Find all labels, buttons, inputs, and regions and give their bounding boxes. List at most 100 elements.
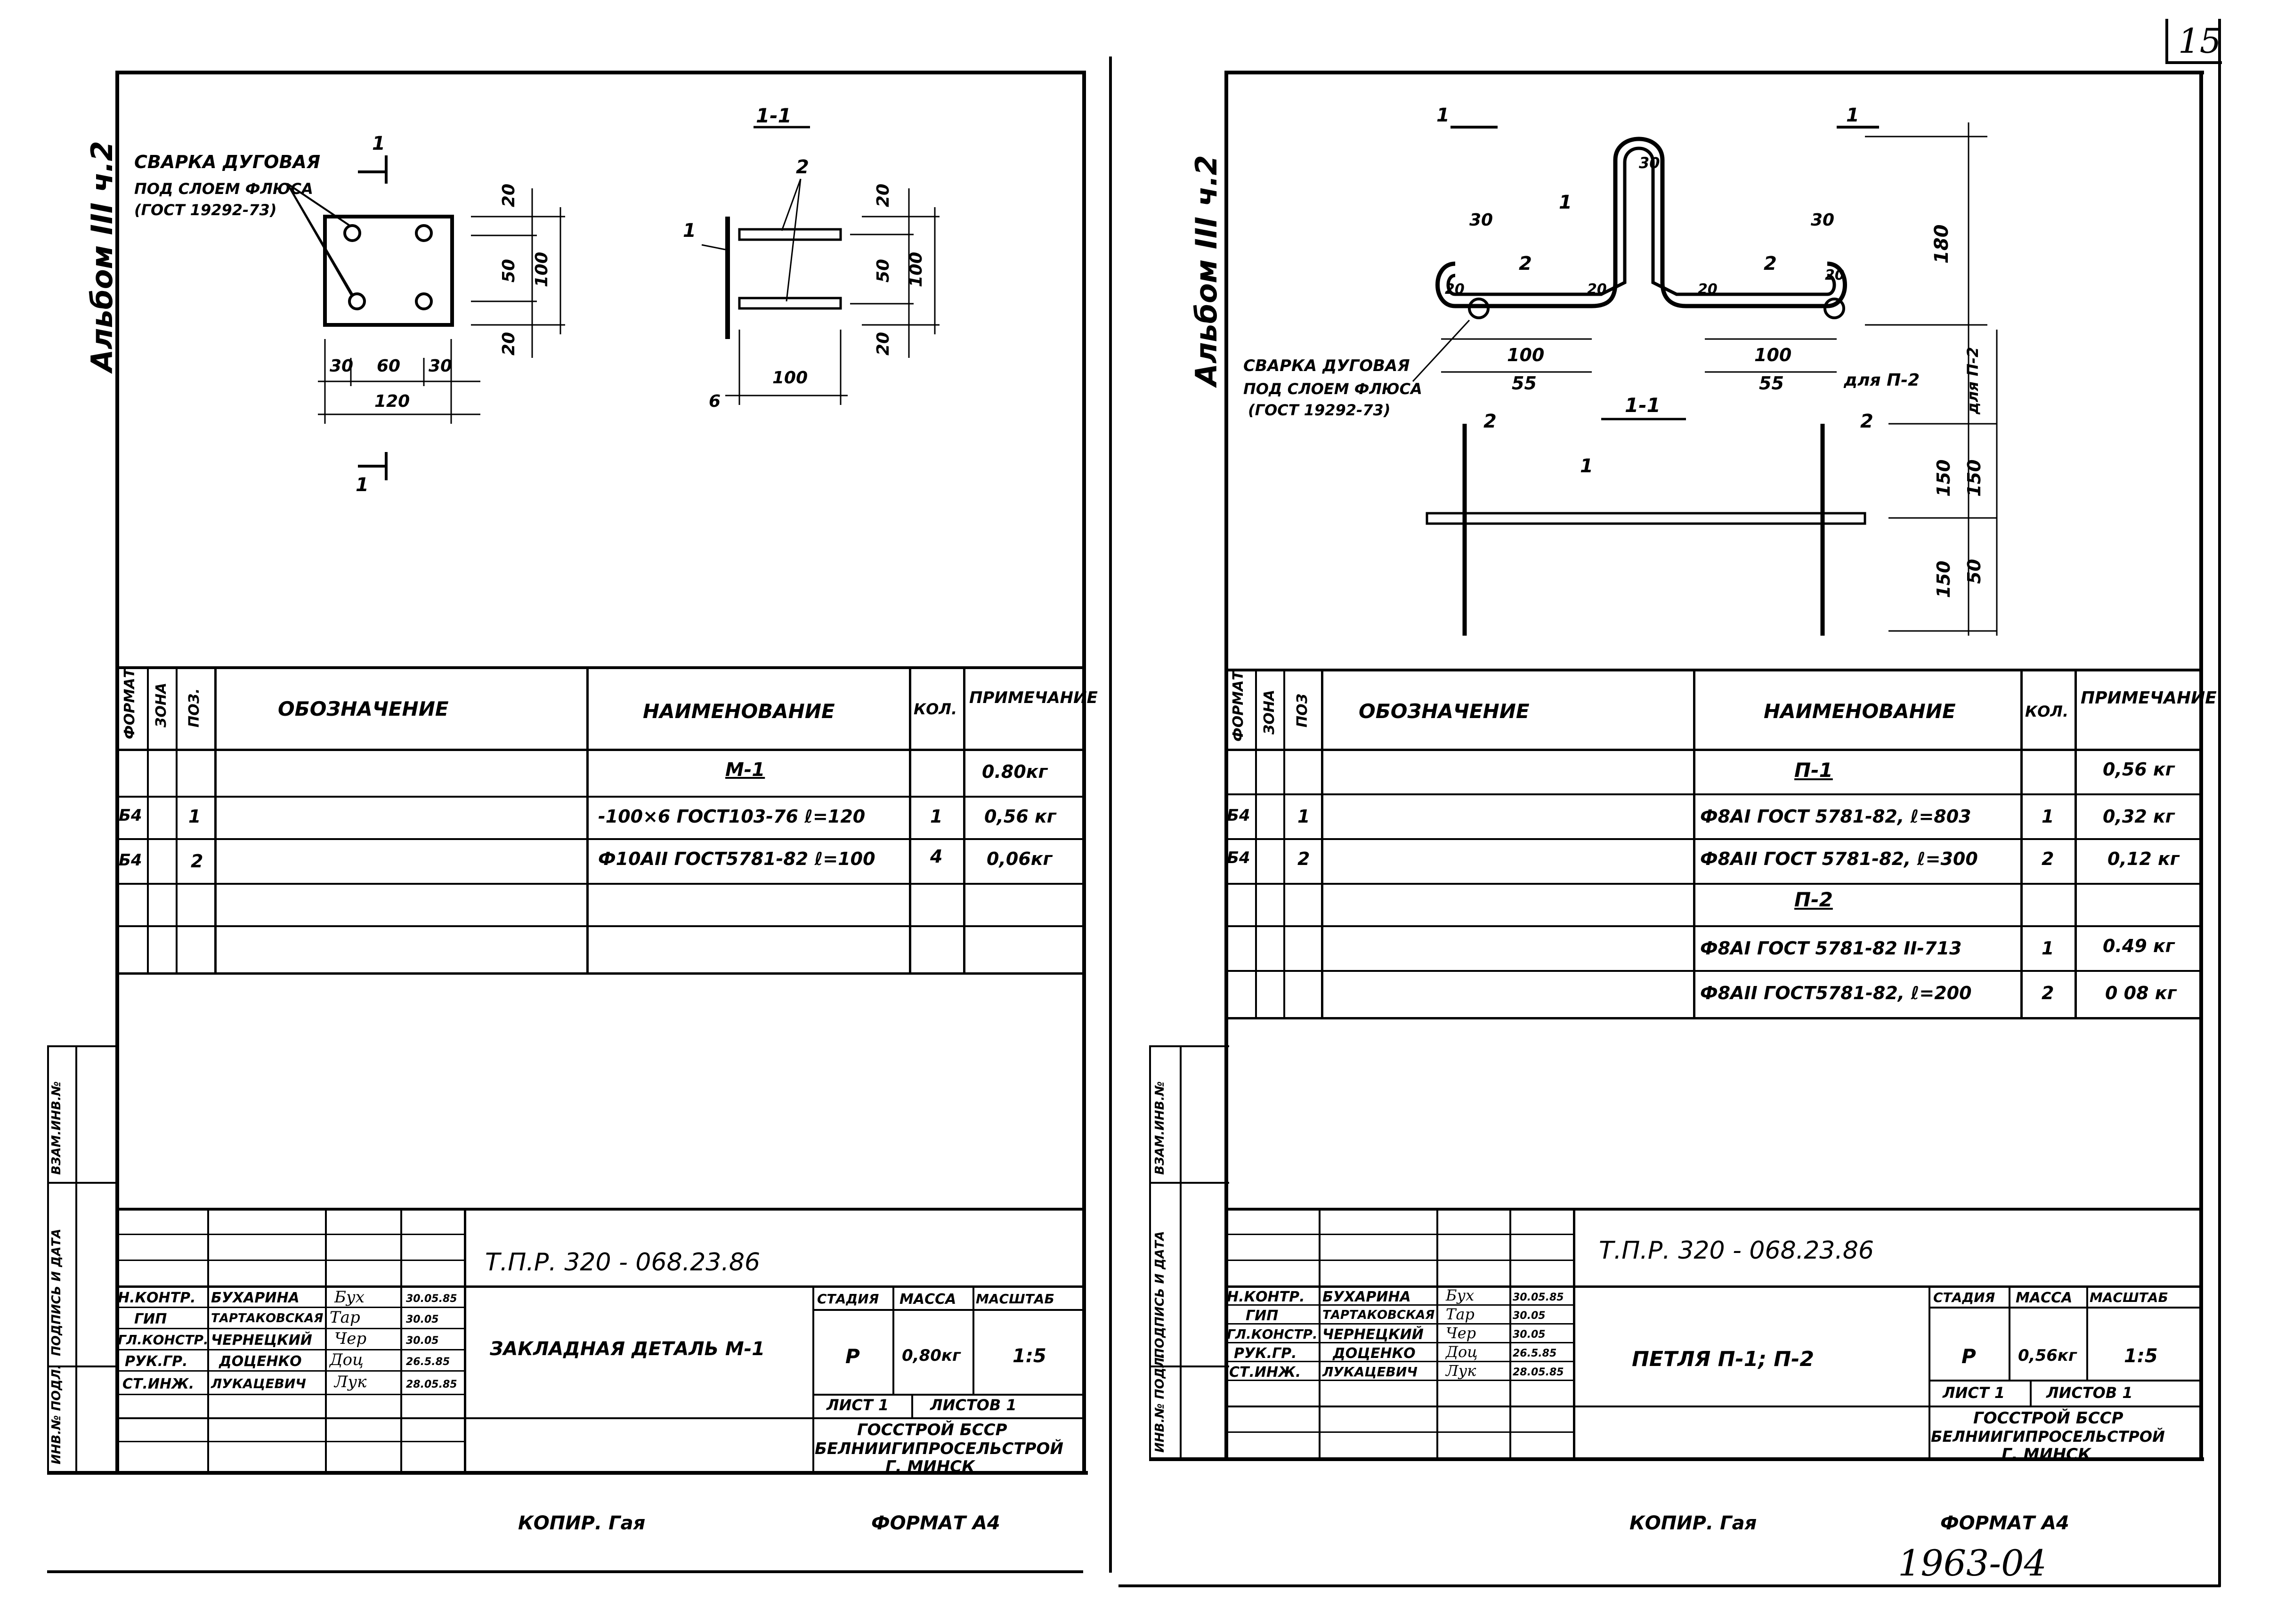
for-p2-note-vertical: для П-2 [1964,347,1982,414]
drawing-title: ЗАКЛАДНАЯ ДЕТАЛЬ М-1 [490,1338,765,1360]
spec-row-1-note: 0,56 кг [984,806,1056,827]
side-stamp-replace: ВЗАМ.ИНВ.№ [49,1081,64,1175]
role-right-4-signature: Лук [1446,1362,1476,1380]
col-qty-header: КОЛ. [914,700,957,718]
loop-dim-100-right: 100 [1754,345,1792,365]
mass-label: МАССА [899,1291,956,1308]
mass-label-right: МАССА [2016,1290,2073,1306]
loop-dim-20-a: 20 [1445,281,1465,298]
col-pos-header-right: ПОЗ [1294,694,1311,727]
org-line2: БЕЛНИИГИПРОСЕЛЬСТРОЙ [815,1439,1063,1458]
role-3-name: ДОЦЕНКО [219,1353,302,1370]
for-p2-note: для П-2 [1844,371,1920,390]
scale-label: МАСШТАБ [976,1291,1054,1307]
section-dim-150-a: 150 [1933,459,1954,497]
stage-value-right: Р [1961,1345,1976,1368]
org-line3: Г. МИНСК [885,1457,975,1476]
stage-label: СТАДИЯ [817,1291,879,1307]
dim-120: 120 [374,392,410,411]
loop-dim-100-left: 100 [1507,345,1545,365]
mass-value: 0,80кг [902,1346,961,1365]
col-qty-header-right: КОЛ. [2025,703,2069,720]
spec-right-row-2-format: Б4 [1227,848,1250,867]
section-pos-2-right: 2 [1860,411,1873,432]
role-right-4: СТ.ИНЖ. [1229,1364,1301,1381]
role-1-signature: Тар [330,1308,360,1327]
role-3-date: 26.5.85 [406,1356,450,1368]
spec-row-2-format: Б4 [119,851,142,870]
weld-note-line3: (ГОСТ 19292-73) [134,201,277,219]
spec-right-row-2-note: 0,12 кг [2107,848,2180,869]
stage-label-right: СТАДИЯ [1933,1290,1995,1305]
copied-by-right: КОПИР. Гая [1629,1512,1757,1534]
spec-row-0-note: 0.80кг [982,761,1048,782]
loop-pos-2-right: 2 [1764,253,1777,275]
section-label: 1-1 [756,104,792,127]
loop-dim-30-top: 30 [1639,154,1660,172]
col-format-header: ФОРМАТ [122,668,138,739]
role-0-signature: Бух [334,1288,365,1307]
scale-label-right: МАСШТАБ [2090,1290,2168,1305]
section-label-right: 1-1 [1625,394,1661,417]
role-right-2-name: ЧЕРНЕЦКИЙ [1322,1326,1424,1343]
col-name-header-right: НАИМЕНОВАНИЕ [1764,700,1956,723]
loop-dim-180: 180 [1931,224,1953,264]
cut-mark-bottom: 1 [356,474,369,496]
loop-dim-55-left: 55 [1512,373,1537,394]
side-stamp-replace-right: ВЗАМ.ИНВ.№ [1153,1081,1167,1175]
role-0-date: 30.05.85 [406,1293,457,1305]
weld-note-right-line3: (ГОСТ 19292-73) [1248,401,1391,419]
paper-format: ФОРМАТ А4 [871,1512,1000,1534]
cut-mark-right: 1 [1846,105,1859,126]
doc-code-right: Т.П.Р. 320 - 068.23.86 [1599,1236,1874,1265]
loop-dim-20-c: 20 [1698,281,1718,298]
role-4: СТ.ИНЖ. [122,1376,194,1392]
loop-dim-30-left: 30 [1469,210,1493,230]
section-dim-150-c: 150 [1933,560,1954,598]
role-right-3-date: 26.5.85 [1513,1348,1557,1359]
spec-right-row-5-name: Ф8АII ГОСТ5781-82, ℓ=200 [1700,983,1972,1003]
role-right-4-name: ЛУКАЦЕВИЧ [1322,1364,1418,1380]
spec-right-row-1-format: Б4 [1227,806,1250,825]
role-4-name: ЛУКАЦЕВИЧ [211,1376,306,1391]
weld-note-line2: ПОД СЛОЕМ ФЛЮСА [134,180,313,198]
side-stamp-inv: ИНВ.№ ПОДЛ. [49,1364,64,1464]
loop-dim-55-right: 55 [1759,373,1784,394]
scale-value-right: 1:5 [2124,1345,2158,1367]
stage-value: Р [845,1345,860,1368]
role-2: ГЛ.КОНСТР. [118,1332,209,1348]
spec-right-row-3-name: П-2 [1794,888,1833,911]
role-right-1: ГИП [1246,1308,1279,1324]
pos-2-label: 2 [796,156,809,178]
plate-plan-drawing [286,126,940,480]
role-4-date: 28.05.85 [406,1379,457,1390]
role-right-3-signature: Доц [1446,1343,1478,1361]
spec-right-row-1-pos: 1 [1297,806,1310,827]
spec-right-row-2-name: Ф8АII ГОСТ 5781-82, ℓ=300 [1700,848,1978,869]
role-right-3-name: ДОЦЕНКО [1333,1345,1416,1362]
col-designation-header: ОБОЗНАЧЕНИЕ [278,697,449,720]
page-number: 15 [2178,21,2221,61]
org-right-line3: Г. МИНСК [2002,1445,2091,1464]
col-pos-header: ПОЗ. [186,688,203,727]
spec-right-row-4-qty: 1 [2042,938,2054,959]
col-zone-header-right: ЗОНА [1261,689,1278,735]
side-stamp-sign-date: ПОДПИСЬ И ДАТА [49,1228,64,1356]
spec-right-row-5-note: 0 08 кг [2105,983,2177,1003]
weld-note-line1: СВАРКА ДУГОВАЯ [134,152,321,172]
sheet-count: ЛИСТОВ 1 [930,1396,1017,1414]
role-1-date: 30.05 [406,1314,439,1325]
section-pos-2-left: 2 [1483,411,1497,432]
role-1: ГИП [134,1311,167,1327]
role-2-signature: Чер [334,1329,367,1348]
spec-right-row-0-name: П-1 [1794,759,1833,782]
loop-pos-1: 1 [1559,192,1572,213]
sheet-number: ЛИСТ 1 [827,1396,889,1414]
spec-right-row-1-name: Ф8АI ГОСТ 5781-82, ℓ=803 [1700,806,1971,827]
spec-row-1-format: Б4 [119,806,142,825]
spec-row-1-pos: 1 [188,806,201,827]
role-right-4-date: 28.05.85 [1513,1366,1564,1378]
org-right-line2: БЕЛНИИГИПРОСЕЛЬСТРОЙ [1931,1428,2165,1446]
loop-dim-30-right: 30 [1811,210,1835,230]
scale-value: 1:5 [1013,1345,1046,1367]
